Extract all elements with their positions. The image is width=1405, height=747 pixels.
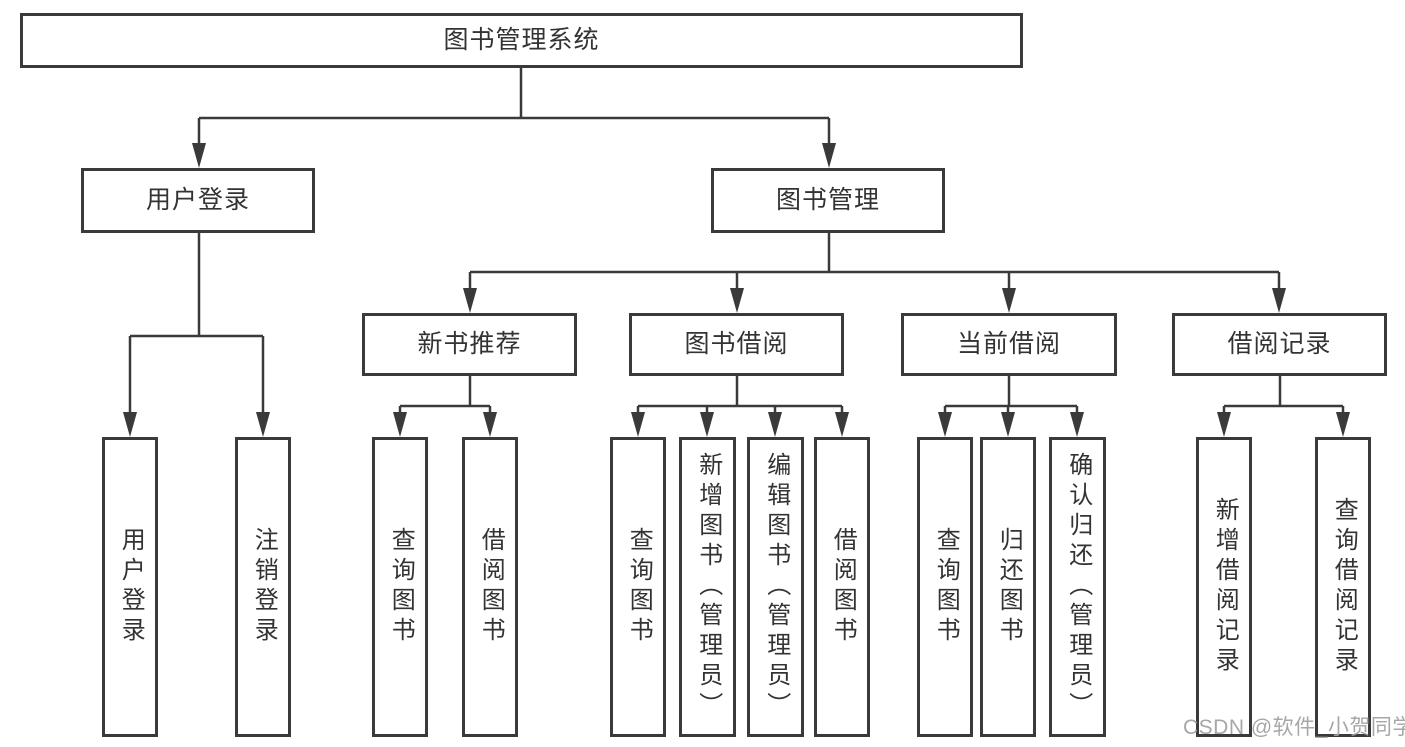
node-user-login-label: 用户登录	[145, 186, 250, 214]
leaf-logout-label: 注销登录	[250, 527, 278, 647]
leaf-borrow-query-book-label: 查询图书	[625, 527, 653, 647]
leaf-records-add-record: 新增借阅记录	[1196, 437, 1252, 737]
node-borrow-records: 借阅记录	[1172, 313, 1387, 376]
leaf-borrow-borrow-book: 借阅图书	[814, 437, 870, 737]
connector-root-to-level2	[197, 68, 831, 145]
leaf-borrow-add-book-label: 新增图书（管理员）	[694, 452, 722, 722]
leaf-current-return-book-label: 归还图书	[995, 527, 1023, 647]
connector-bookmgmt-to-level3	[468, 233, 1281, 290]
leaf-current-query-book: 查询图书	[917, 437, 973, 737]
connector-bookborrow-to-leaves	[636, 376, 844, 414]
leaf-newrec-borrow-book: 借阅图书	[462, 437, 518, 737]
leaf-logout: 注销登录	[235, 437, 291, 737]
node-root: 图书管理系统	[20, 13, 1023, 68]
node-root-label: 图书管理系统	[443, 26, 600, 54]
leaf-borrow-edit-book-label: 编辑图书（管理员）	[762, 452, 790, 722]
connector-currentborrow-to-leaves	[943, 376, 1079, 414]
node-user-login: 用户登录	[81, 168, 315, 233]
leaf-current-confirm-return-label: 确认归还（管理员）	[1064, 452, 1092, 722]
leaf-newrec-borrow-book-label: 借阅图书	[477, 527, 505, 647]
leaf-user-login: 用户登录	[102, 437, 158, 737]
leaf-newrec-query-book: 查询图书	[372, 437, 428, 737]
node-book-borrow: 图书借阅	[629, 313, 844, 376]
connector-userlogin-to-leaves	[128, 233, 265, 414]
leaf-borrow-add-book: 新增图书（管理员）	[679, 437, 736, 737]
leaf-borrow-edit-book: 编辑图书（管理员）	[747, 437, 804, 737]
node-new-book-recommend: 新书推荐	[362, 313, 577, 376]
leaf-user-login-label: 用户登录	[117, 527, 145, 647]
node-book-borrow-label: 图书借阅	[684, 330, 789, 358]
node-book-management: 图书管理	[711, 168, 945, 233]
leaf-records-query-record-label: 查询借阅记录	[1330, 497, 1358, 677]
leaf-current-confirm-return: 确认归还（管理员）	[1049, 437, 1106, 737]
connector-newbookrec-to-leaves	[398, 376, 492, 414]
leaf-records-add-record-label: 新增借阅记录	[1211, 497, 1239, 677]
node-new-book-recommend-label: 新书推荐	[417, 330, 522, 358]
leaf-records-query-record: 查询借阅记录	[1315, 437, 1371, 737]
leaf-newrec-query-book-label: 查询图书	[387, 527, 415, 647]
node-current-borrow-label: 当前借阅	[956, 330, 1061, 358]
node-borrow-records-label: 借阅记录	[1227, 330, 1332, 358]
node-book-management-label: 图书管理	[775, 186, 880, 214]
csdn-watermark: CSDN @软件_小贺同学	[1183, 716, 1405, 739]
leaf-current-query-book-label: 查询图书	[932, 527, 960, 647]
connector-borrowrecords-to-leaves	[1222, 376, 1345, 414]
leaf-borrow-query-book: 查询图书	[610, 437, 666, 737]
leaf-current-return-book: 归还图书	[980, 437, 1036, 737]
node-current-borrow: 当前借阅	[901, 313, 1117, 376]
leaf-borrow-borrow-book-label: 借阅图书	[829, 527, 857, 647]
arrowheads	[123, 143, 1350, 437]
